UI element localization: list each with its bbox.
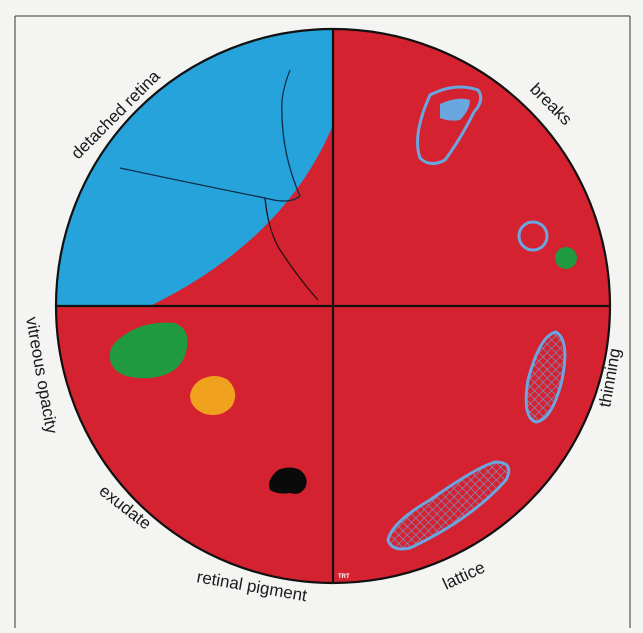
round-hole-break	[517, 220, 549, 252]
label-vitreous-opacity: vitreous opacity	[22, 315, 61, 435]
thinning-lesion	[524, 330, 567, 424]
retinal-fold-1	[119, 99, 301, 202]
label-lattice: lattice	[440, 558, 488, 594]
artist-mark: TRT	[338, 574, 350, 580]
retinal-fold-3	[281, 69, 291, 101]
retinal-pigment-blob	[269, 467, 307, 494]
exudate-blob	[190, 376, 236, 415]
lattice-lesion	[386, 460, 511, 551]
retinal-fold-2	[264, 197, 319, 301]
fundus-outline	[54, 27, 612, 585]
horseshoe-flap	[440, 98, 470, 121]
vitreous-opacity-blob	[109, 322, 188, 379]
small-green-opacity	[555, 247, 577, 269]
